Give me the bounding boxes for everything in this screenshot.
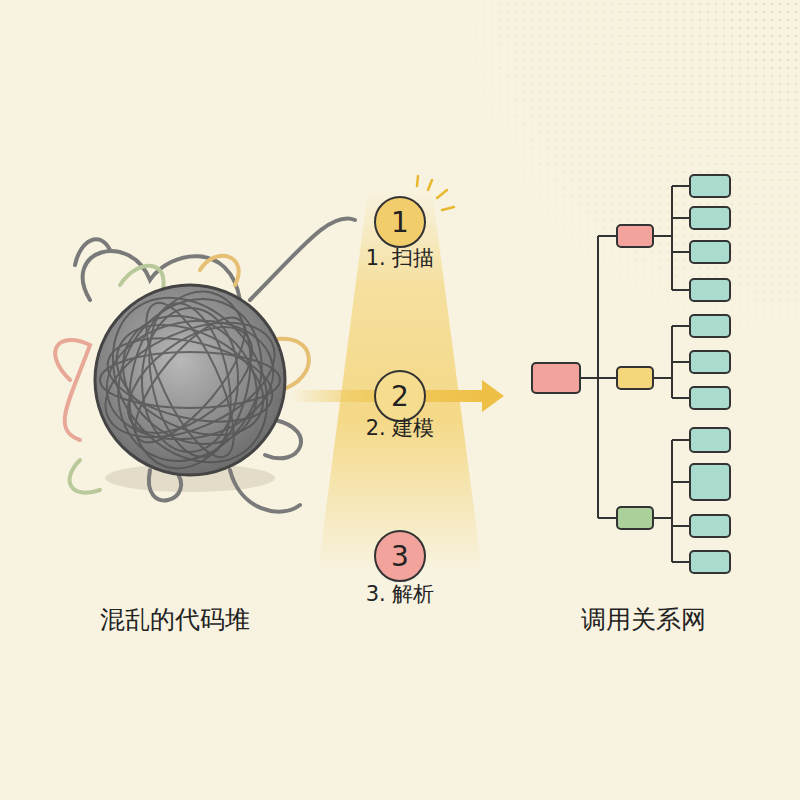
caption-label: 混乱的代码堆 [100,603,250,636]
step-node: 11. 扫描 [374,196,426,248]
loose-strands [55,218,355,511]
caption-label: 调用关系网 [581,603,706,636]
arrow-head [482,380,504,412]
step-label: 2. 建模 [366,414,435,442]
step-circle: 1 [374,196,426,248]
yarn-windings [81,267,299,493]
tree-lines [580,186,690,562]
yarn-ball [95,285,285,475]
step-number: 1 [391,206,409,239]
step-node: 33. 解析 [374,530,426,582]
step-circle: 2 [374,370,426,422]
tree-boxes [532,175,730,573]
sun-rays [417,176,454,210]
step-circle: 3 [374,530,426,582]
step-label: 3. 解析 [366,580,435,608]
step-node: 22. 建模 [374,370,426,422]
light-beam [318,190,482,570]
step-number: 3 [391,540,409,573]
step-number: 2 [391,380,409,413]
step-label: 1. 扫描 [366,244,435,272]
